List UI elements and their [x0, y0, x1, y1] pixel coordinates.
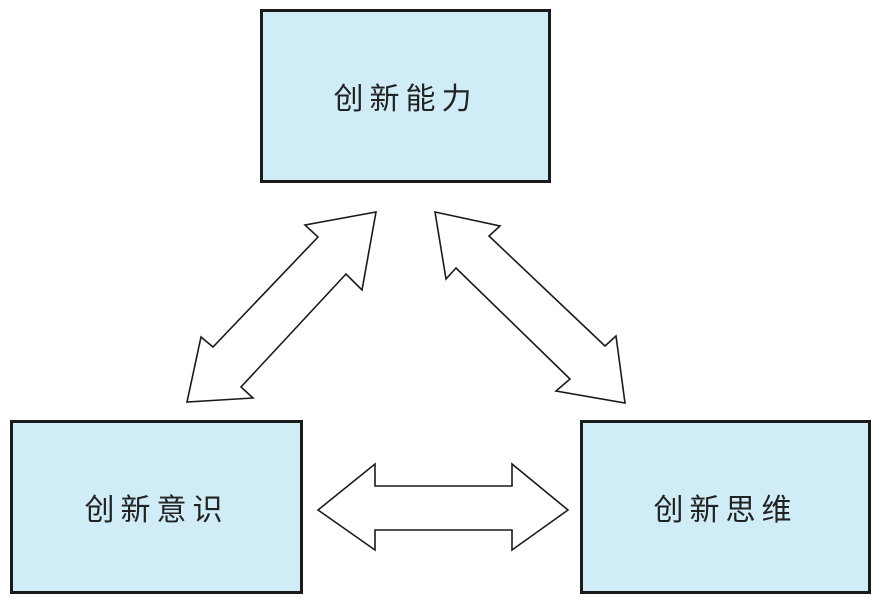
node-innovation-thinking-label: 创新思维: [653, 493, 798, 528]
node-innovation-awareness-label: 创新意识: [84, 493, 229, 528]
node-innovation-ability-label: 创新能力: [333, 82, 478, 117]
node-innovation-awareness: 创新意识: [10, 420, 303, 594]
arrow-awareness-thinking: [316, 462, 570, 552]
node-innovation-thinking: 创新思维: [580, 420, 871, 594]
arrow-thinking-ability: [434, 210, 626, 404]
arrow-awareness-ability: [185, 211, 377, 403]
node-innovation-ability: 创新能力: [260, 9, 551, 183]
